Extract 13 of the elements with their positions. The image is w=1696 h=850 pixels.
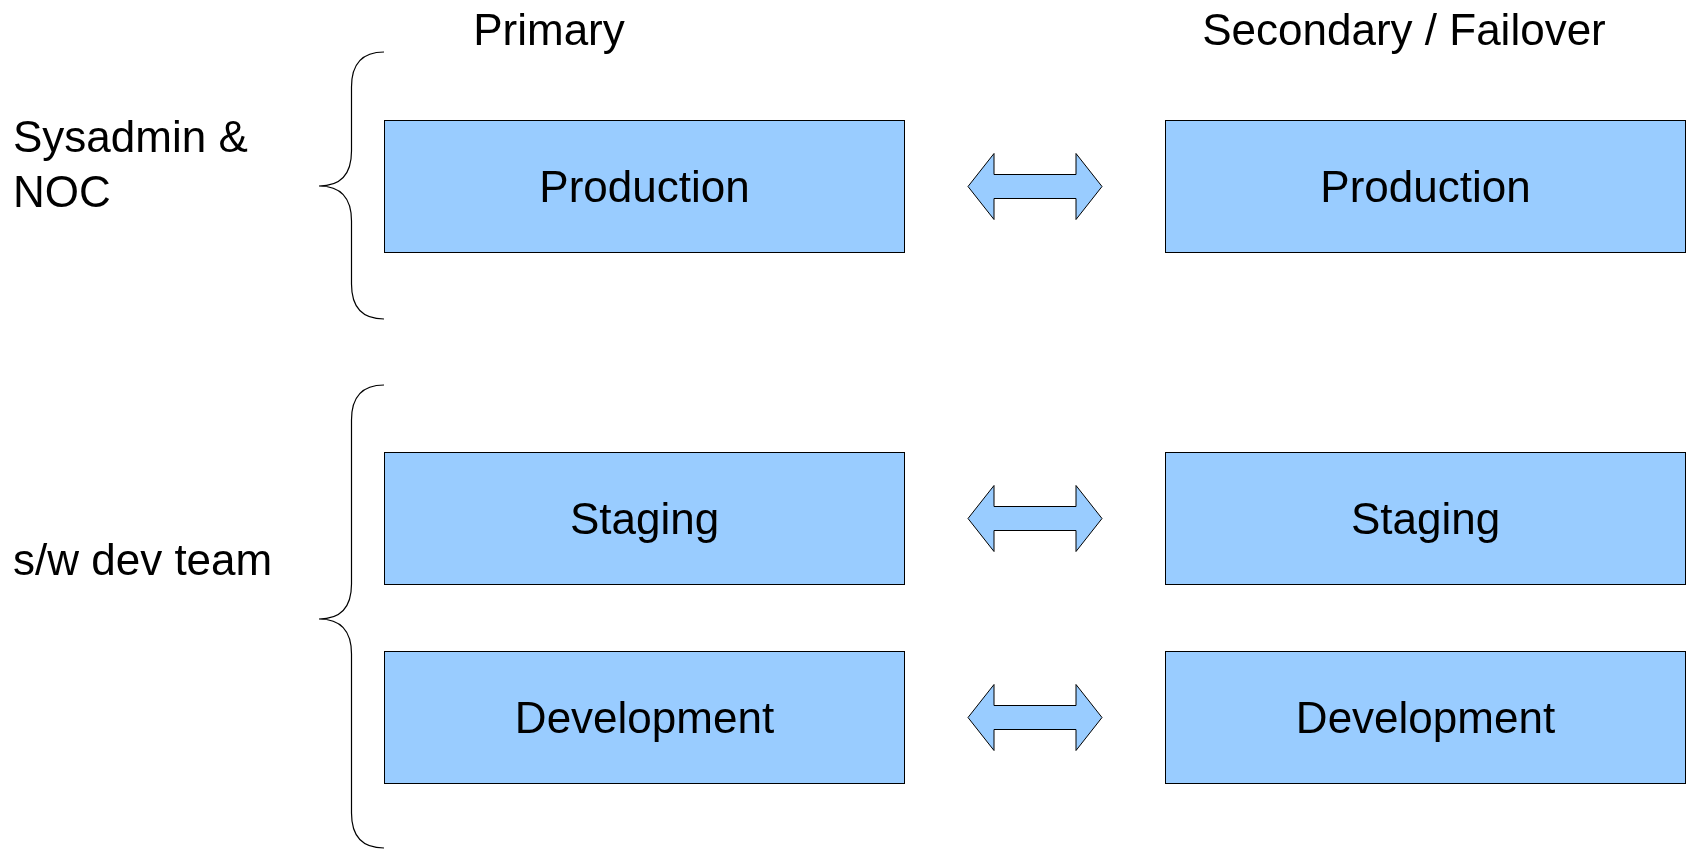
environment-box: Production	[384, 120, 905, 253]
team-label: Sysadmin & NOC	[13, 111, 249, 218]
environment-box: Production	[1165, 120, 1686, 253]
column-heading: Secondary / Failover	[1202, 4, 1606, 56]
environment-box: Staging	[1165, 452, 1686, 585]
environment-box: Staging	[384, 452, 905, 585]
team-label: s/w dev team	[13, 534, 273, 586]
double-arrow	[967, 485, 1103, 552]
column-heading: Primary	[473, 4, 625, 56]
double-arrow	[967, 684, 1103, 751]
double-arrow	[967, 153, 1103, 220]
environment-box: Development	[384, 651, 905, 784]
environment-box: Development	[1165, 651, 1686, 784]
